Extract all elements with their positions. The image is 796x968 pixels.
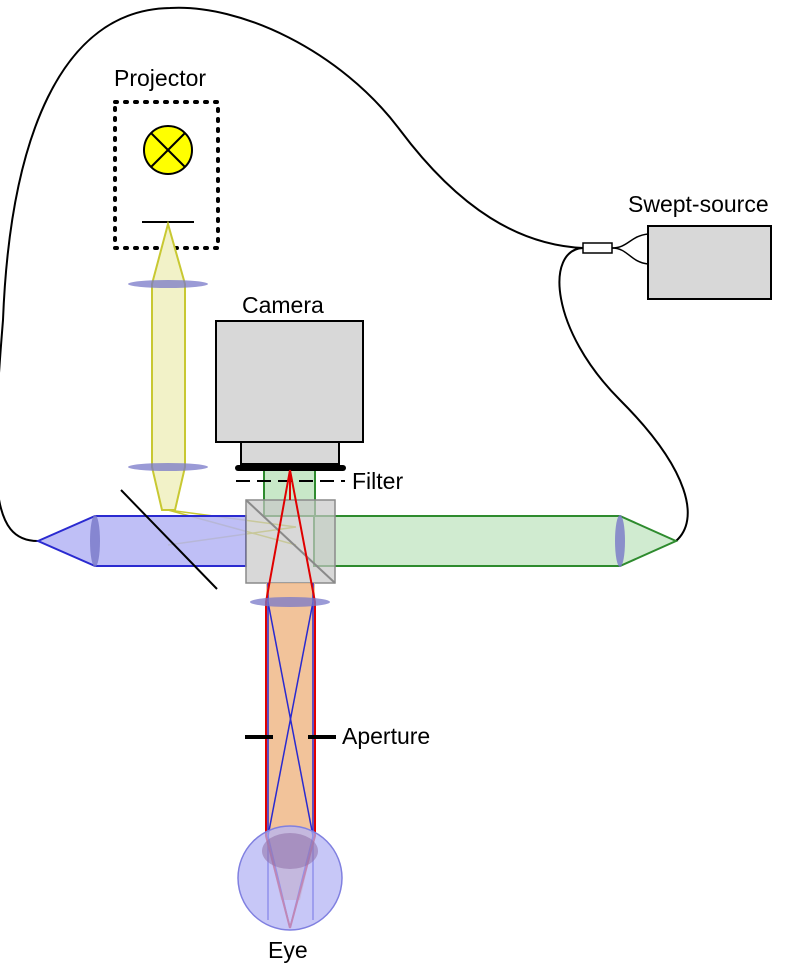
beam-splitter-diagonal [245,499,336,584]
blue-telescope-lens [90,515,100,567]
fiber-cable-left [0,6,584,542]
sample-beam [266,583,315,900]
camera-label: Camera [242,292,324,318]
eye-lens [262,833,318,869]
camera-lens-mount [240,441,340,465]
sample-lens [250,597,330,607]
fiber-to-source-upper [611,233,649,249]
projector-lens-upper [128,280,208,288]
lamp-icon [143,125,193,175]
scan-mirror [120,489,218,590]
swept-source-label: Swept-source [628,191,769,217]
swept-source-box [647,225,772,300]
filter-label: Filter [352,468,403,494]
aperture-label: Aperture [342,723,430,749]
fiber-coupler [582,242,613,254]
projector-lens-lower [128,463,208,471]
fiber-to-source-lower [611,247,649,265]
camera-body [215,320,364,443]
green-telescope-lens [615,515,625,567]
fiber-cable-right [558,247,689,542]
blue-beam [35,515,247,567]
eye-label: Eye [268,937,308,963]
projector-label: Projector [114,65,206,91]
